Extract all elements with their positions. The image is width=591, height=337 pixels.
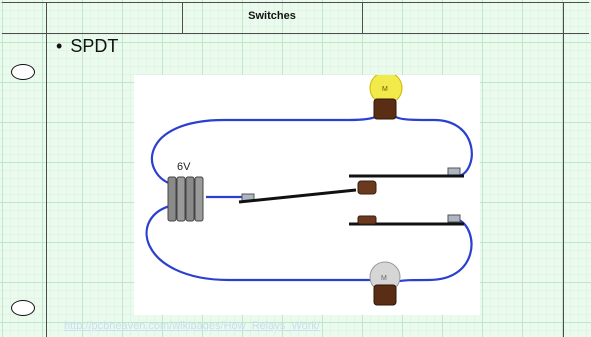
- relay-arm: [238, 188, 357, 204]
- binder-hole-top: [11, 64, 35, 80]
- relay-coil-lower: [357, 215, 377, 225]
- source-link[interactable]: http://pcbheaven.com/wikipages/How_Relay…: [64, 320, 320, 332]
- battery-label: 6V: [177, 161, 191, 173]
- circuit-svg: 6V M M: [145, 75, 473, 306]
- lower-contact: [447, 214, 461, 223]
- relay-circuit-diagram: 6V M M: [134, 75, 480, 315]
- wire-top: [151, 104, 384, 187]
- bullet-item: • SPDT: [56, 36, 118, 57]
- upper-contact: [447, 167, 461, 176]
- header-cell-divider-right: [362, 2, 363, 33]
- bulb-top-lit: M: [369, 75, 403, 120]
- frame-top-border: [2, 2, 589, 3]
- bulb-top-label: M: [382, 86, 388, 93]
- bulb-bottom-off: M: [369, 261, 401, 306]
- wire-top-right: [388, 104, 473, 178]
- page-title: Switches: [248, 10, 296, 22]
- frame-margin-line: [46, 2, 47, 337]
- frame-right-line: [563, 2, 564, 337]
- frame-header-divider: [2, 33, 589, 34]
- battery: [167, 176, 204, 222]
- header-cell-divider-left: [182, 2, 183, 33]
- bullet-text: SPDT: [70, 36, 119, 56]
- relay-coil-upper: [357, 180, 377, 195]
- bullet-dot: •: [56, 36, 63, 56]
- binder-hole-bottom: [11, 300, 35, 316]
- wire-bottom-right: [388, 219, 473, 294]
- bulb-bottom-label: M: [381, 275, 387, 282]
